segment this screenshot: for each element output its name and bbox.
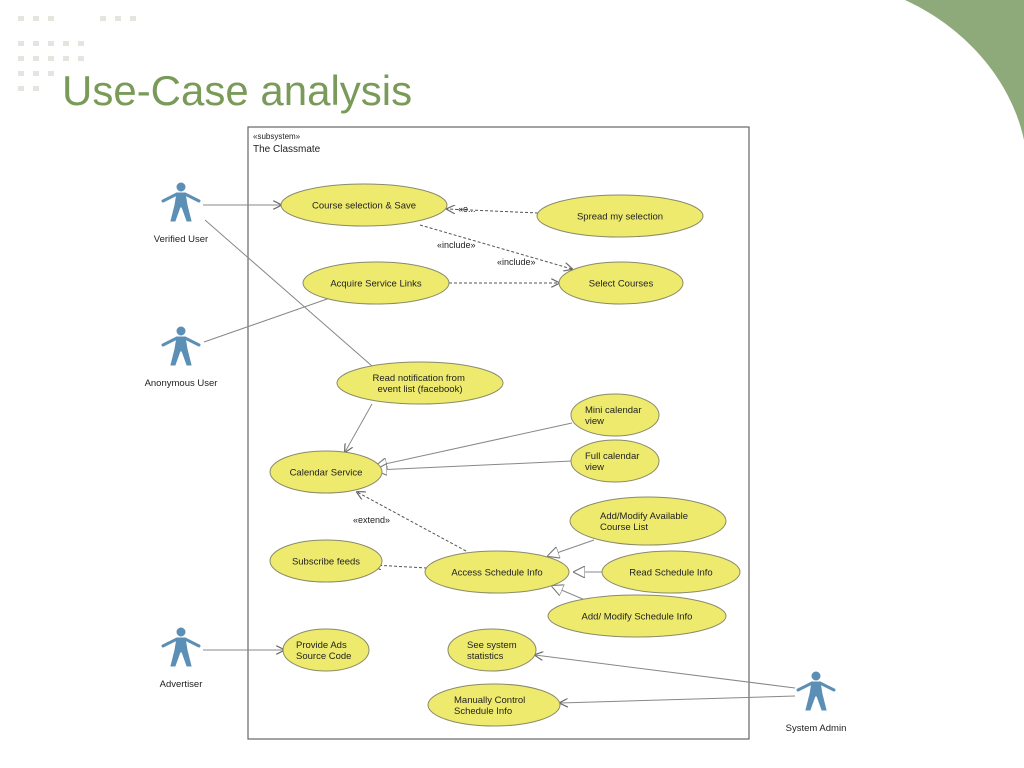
- usecase-ellipse: [601, 550, 741, 594]
- system-name: The Classmate: [253, 144, 321, 155]
- usecase-ellipse: [282, 628, 370, 672]
- actor-label: System Admin: [786, 723, 847, 734]
- usecase-course-selection-save[interactable]: Course selection & Save: [280, 183, 448, 227]
- actor-anonymous-user[interactable]: Anonymous User: [145, 326, 218, 389]
- usecase-read-notification[interactable]: Read notification from event list (faceb…: [336, 361, 504, 405]
- usecase-label: Spread my selection: [577, 212, 663, 223]
- dep-include-1: [419, 224, 572, 269]
- usecase-ellipse: [570, 439, 660, 483]
- usecase-full-calendar-view[interactable]: Full calendar view: [570, 439, 660, 483]
- decorative-swoosh: [905, 0, 1024, 140]
- assoc-anonymous-acquire: [203, 297, 331, 343]
- stick-figure-icon: [161, 627, 201, 667]
- label-extend-truncated: «e...: [458, 204, 476, 214]
- usecase-manually-control-schedule[interactable]: Manually Control Schedule Info: [427, 683, 561, 727]
- usecase-calendar-service[interactable]: Calendar Service: [269, 450, 383, 494]
- assoc-sysadmin-manual: [560, 695, 796, 703]
- usecase-ellipse: [569, 496, 727, 546]
- usecase-subscribe-feeds[interactable]: Subscribe feeds: [269, 539, 383, 583]
- usecase-read-schedule-info[interactable]: Read Schedule Info: [601, 550, 741, 594]
- usecase-ellipse: [547, 594, 727, 638]
- usecase-ellipse: [424, 550, 570, 594]
- usecase-label: Add/ Modify Schedule Info: [582, 612, 693, 623]
- system-stereotype: «subsystem»: [253, 132, 301, 141]
- usecase-label: Calendar Service: [290, 468, 363, 479]
- assoc-verified-read-notification: [204, 219, 373, 367]
- stick-figure-icon: [796, 671, 836, 711]
- usecase-label: Provide Ads Source Code: [296, 640, 351, 662]
- usecase-ellipse: [336, 361, 504, 405]
- usecase-ellipse: [269, 539, 383, 583]
- assoc-sysadmin-stats: [535, 655, 796, 689]
- slide-title: Use-Case analysis: [62, 67, 413, 114]
- use-cases: Course selection & Save Spread my select…: [269, 183, 741, 727]
- usecase-label: Add/Modify Available Course List: [600, 511, 691, 533]
- generalizations: [376, 422, 605, 601]
- actor-label: Verified User: [154, 234, 208, 245]
- usecase-label: Access Schedule Info: [451, 568, 542, 579]
- usecase-add-modify-schedule-info[interactable]: Add/ Modify Schedule Info: [547, 594, 727, 638]
- decorative-dot-grid: [18, 16, 136, 91]
- label-include-1: «include»: [437, 240, 476, 250]
- gen-add-modify-list: [548, 539, 595, 556]
- usecase-add-modify-course-list[interactable]: Add/Modify Available Course List: [569, 496, 727, 546]
- usecase-select-courses[interactable]: Select Courses: [558, 261, 684, 305]
- actor-label: Advertiser: [160, 679, 203, 690]
- usecase-label: Manually Control Schedule Info: [454, 695, 528, 717]
- gen-full-calendar: [376, 460, 573, 470]
- dep-access-subscribe: [373, 565, 428, 568]
- usecase-label: Select Courses: [589, 279, 654, 290]
- stick-figure-icon: [161, 326, 201, 366]
- usecase-label: Acquire Service Links: [330, 279, 422, 290]
- usecase-label: Read Schedule Info: [629, 568, 712, 579]
- actor-advertiser[interactable]: Advertiser: [160, 627, 203, 690]
- usecase-ellipse: [570, 393, 660, 437]
- usecase-label: See system statistics: [467, 640, 519, 662]
- actor-label: Anonymous User: [145, 378, 218, 389]
- actor-verified-user[interactable]: Verified User: [154, 182, 208, 245]
- usecase-see-system-statistics[interactable]: See system statistics: [447, 628, 537, 672]
- usecase-label: Read notification from event list (faceb…: [372, 373, 467, 395]
- usecase-acquire-service-links[interactable]: Acquire Service Links: [302, 261, 450, 305]
- stick-figure-icon: [161, 182, 201, 222]
- usecase-label: Course selection & Save: [312, 201, 416, 212]
- usecase-provide-ads[interactable]: Provide Ads Source Code: [282, 628, 370, 672]
- actor-system-admin[interactable]: System Admin: [786, 671, 847, 734]
- gen-mini-calendar: [376, 422, 573, 466]
- usecase-ellipse: [302, 261, 450, 305]
- usecase-ellipse: [536, 194, 704, 238]
- label-include-2: «include»: [497, 257, 536, 267]
- usecase-mini-calendar-view[interactable]: Mini calendar view: [570, 393, 660, 437]
- assoc-readnotif-calendar: [345, 403, 373, 452]
- usecase-ellipse: [269, 450, 383, 494]
- usecase-ellipse: [280, 183, 448, 227]
- gen-add-modify-schedule: [552, 586, 586, 601]
- associations: [203, 205, 796, 703]
- usecase-spread-my-selection[interactable]: Spread my selection: [536, 194, 704, 238]
- dep-spread-extend: [447, 209, 539, 213]
- usecase-ellipse: [447, 628, 537, 672]
- usecase-label: Full calendar view: [585, 451, 642, 473]
- usecase-label: Mini calendar view: [585, 405, 644, 427]
- usecase-access-schedule-info[interactable]: Access Schedule Info: [424, 550, 570, 594]
- usecase-ellipse: [427, 683, 561, 727]
- dep-extend-calendar: [357, 492, 467, 552]
- usecase-ellipse: [558, 261, 684, 305]
- usecase-label: Subscribe feeds: [292, 557, 360, 568]
- dependencies: [357, 209, 572, 568]
- label-extend: «extend»: [353, 515, 390, 525]
